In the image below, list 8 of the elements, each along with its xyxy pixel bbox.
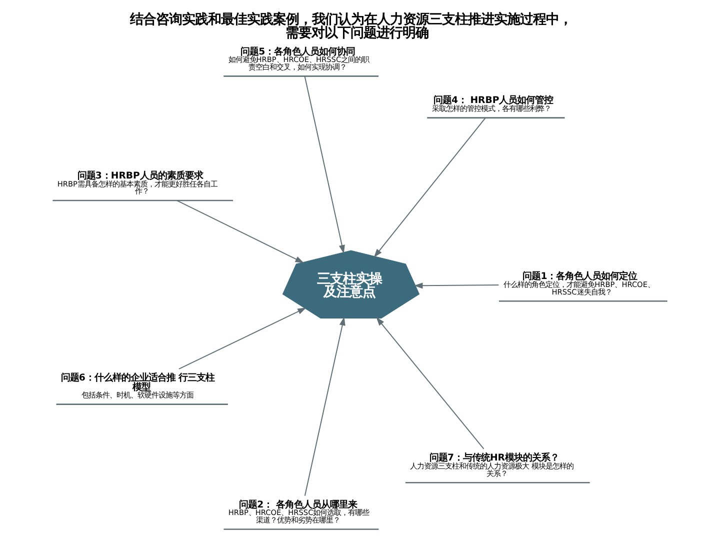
arrow <box>376 317 484 450</box>
arrow <box>176 200 304 264</box>
arrow <box>374 117 486 258</box>
diagram-title: 结合咨询实践和最佳实践案例，我们认为在人力资源三支柱推进实施过程中，需要对以下问题进行明确 <box>130 12 572 41</box>
arrow <box>178 308 306 370</box>
arrow <box>304 316 346 496</box>
arrow <box>304 76 345 254</box>
arrow <box>414 282 500 289</box>
